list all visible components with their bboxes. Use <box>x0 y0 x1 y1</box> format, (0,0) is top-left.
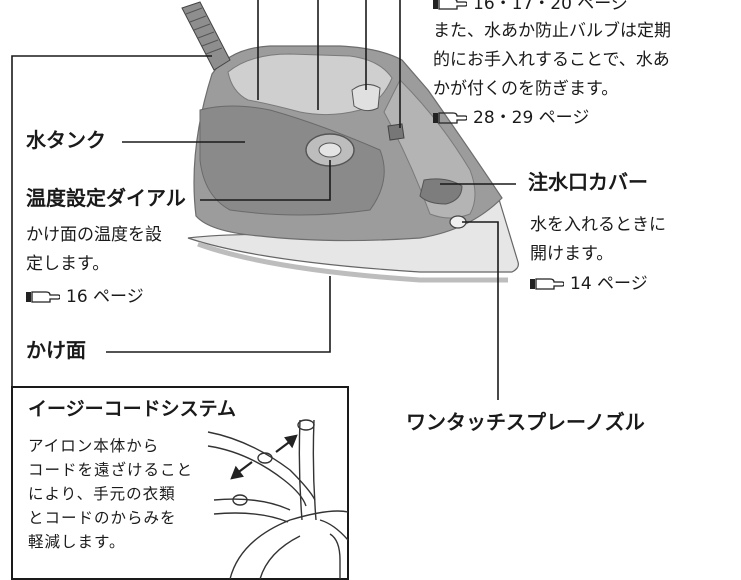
label-spray-nozzle: ワンタッチスプレーノズル <box>406 410 645 434</box>
leader-lines <box>11 0 516 575</box>
label-temp-dial: 温度設定ダイアル <box>26 186 186 210</box>
iron-water-tank <box>199 105 385 216</box>
easy-cord-line-4: とコードのからみを <box>28 509 177 527</box>
cord-bushing <box>181 1 231 71</box>
fill-cover-shape <box>419 178 463 205</box>
label-water-tank: 水タンク <box>26 128 106 152</box>
easy-cord-title: イージーコードシステム <box>28 398 237 420</box>
temp-dial-desc-1: かけ面の温度を設 <box>26 225 162 245</box>
temp-dial-ref-text: 16 ページ <box>66 287 144 307</box>
top-note-line-1: また、水あか防止バルブは定期 <box>433 21 671 41</box>
label-soleplate: かけ面 <box>26 338 86 362</box>
top-note-line-3: かが付くのを防ぎます。 <box>433 79 619 99</box>
ref-28-29: 28・29 ページ <box>433 108 589 128</box>
inset-box <box>11 386 349 580</box>
ref-top-text: 16・17・20 ページ <box>473 0 628 14</box>
easy-cord-line-3: により、手元の衣類 <box>28 485 176 503</box>
fill-cover-ref-text: 14 ページ <box>570 274 648 294</box>
pointing-hand-icon <box>433 0 467 10</box>
temp-dial-ref: 16 ページ <box>26 287 144 307</box>
easy-cord-line-2: コードを遠ざけること <box>28 461 194 479</box>
pointing-hand-icon <box>530 278 564 290</box>
cord-illustration <box>207 419 349 580</box>
easy-cord-line-1: アイロン本体から <box>28 437 160 455</box>
pointing-hand-icon <box>433 112 467 124</box>
steam-knob <box>351 84 381 112</box>
ref-16-17-20: 16・17・20 ページ <box>433 0 628 14</box>
label-fill-cover: 注水口カバー <box>528 170 648 194</box>
iron-soleplate-edge <box>197 241 508 283</box>
temp-dial-desc-2: 定します。 <box>26 254 110 274</box>
cord-arrows <box>230 434 298 480</box>
easy-cord-line-5: 軽減します。 <box>28 533 126 551</box>
ref-bottom-text: 28・29 ページ <box>473 108 590 128</box>
top-note-line-2: 的にお手入れすることで、水あ <box>433 50 670 70</box>
fill-cover-desc-2: 開けます。 <box>530 244 614 264</box>
fill-cover-desc-1: 水を入れるときに <box>530 215 666 235</box>
spray-button <box>387 123 405 141</box>
pointing-hand-icon <box>26 291 60 303</box>
iron-handle <box>227 53 393 116</box>
fill-cover-ref: 14 ページ <box>530 274 648 294</box>
